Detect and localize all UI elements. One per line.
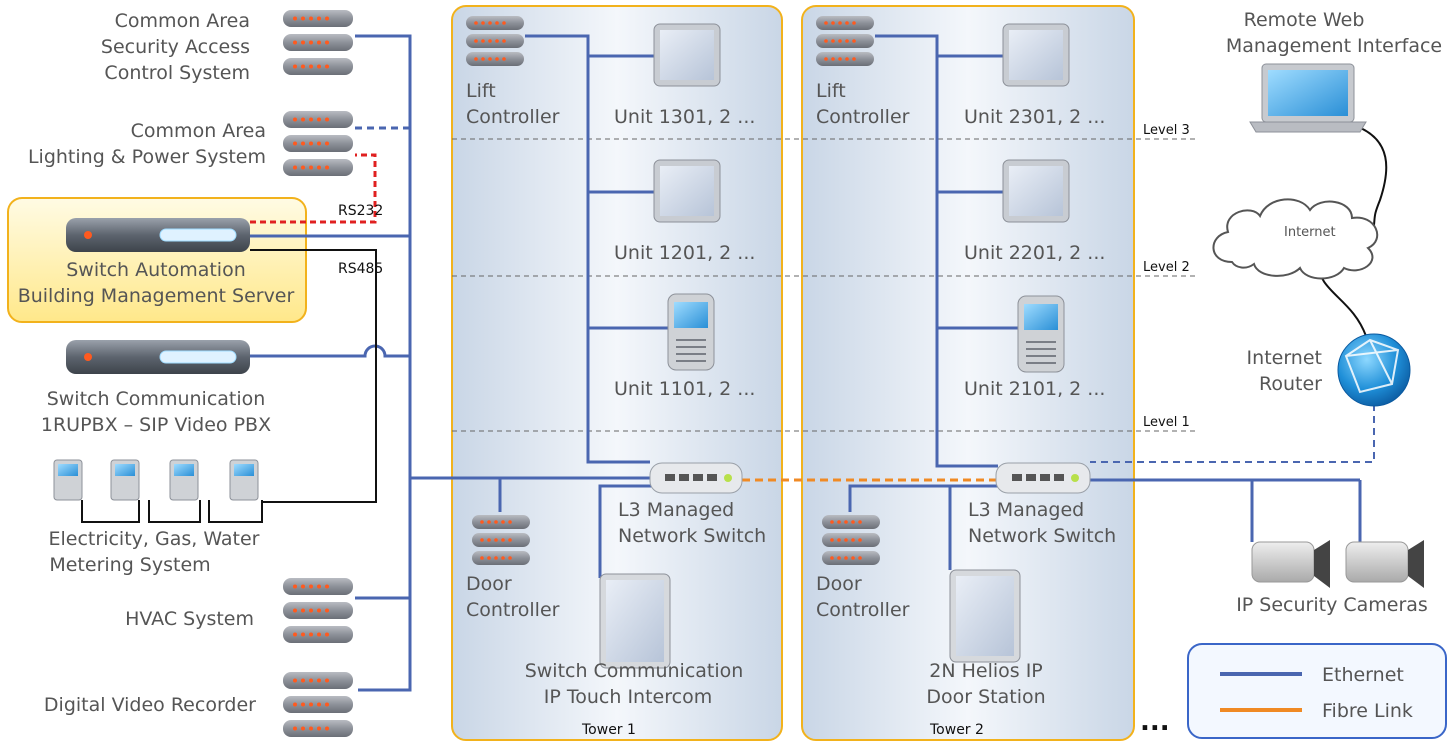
camera-icon-2 xyxy=(1345,540,1424,588)
automation-server xyxy=(66,218,250,252)
tower-1-lift-label-1: Lift xyxy=(466,80,496,102)
tower-1-intercom-label-2: IP Touch Intercom xyxy=(544,686,712,708)
rs485-label: RS485 xyxy=(338,261,383,277)
level-1-label: Level 1 xyxy=(1143,415,1190,430)
tower-1-unit-1101-label: Unit 1101, 2 ... xyxy=(614,378,755,400)
metering-label-1: Electricity, Gas, Water xyxy=(49,528,260,550)
pbx-server xyxy=(66,340,250,374)
tower-1-unit-1201-label: Unit 1201, 2 ... xyxy=(614,242,755,264)
tower-1-touch-panels xyxy=(653,23,721,223)
tower-2-lift-label-2: Controller xyxy=(816,106,910,128)
tower-2-network-switch xyxy=(995,462,1091,494)
lighting-label-1: Common Area xyxy=(131,120,266,142)
meter-icons xyxy=(53,459,259,501)
hvac-label: HVAC System xyxy=(125,608,254,630)
tower-2-unit-2201-label: Unit 2201, 2 ... xyxy=(964,242,1105,264)
tower-2-door-rack xyxy=(822,515,880,565)
tower-2-lift-label-1: Lift xyxy=(816,80,846,102)
tower-2-station-label-2: Door Station xyxy=(926,686,1045,708)
cameras-label: IP Security Cameras xyxy=(1236,594,1428,616)
ip-touch-intercom-device xyxy=(599,573,671,669)
legend-fibre-label: Fibre Link xyxy=(1322,700,1413,722)
access-control-label-1: Common Area xyxy=(115,10,250,32)
helios-door-station-device xyxy=(949,569,1021,663)
remote-label-2: Management Interface xyxy=(1226,35,1442,57)
cloud-icon xyxy=(1212,198,1379,280)
tower-1-label: Tower 1 xyxy=(581,722,636,738)
tower-1-network-switch xyxy=(649,462,743,494)
router-label-1: Internet xyxy=(1247,347,1322,369)
tower-1-door-label-2: Controller xyxy=(466,599,560,621)
pbx-label-2: 1RUPBX – SIP Video PBX xyxy=(41,414,271,436)
remote-label-1: Remote Web xyxy=(1244,9,1365,31)
dvr-label: Digital Video Recorder xyxy=(44,694,256,716)
globe-icon xyxy=(1337,333,1411,407)
tower-2-label: Tower 2 xyxy=(929,722,984,738)
tower-1-switch-label-1: L3 Managed xyxy=(618,499,734,521)
tower-2-level1-intercom xyxy=(1017,295,1065,373)
server-label-1: Switch Automation xyxy=(66,259,246,281)
level-lines xyxy=(452,138,1195,432)
access-control-label-2: Security Access xyxy=(101,36,250,58)
tower-1-level1-intercom xyxy=(667,293,715,371)
rs232-link xyxy=(250,153,377,224)
tower-2-touch-panels xyxy=(1002,23,1070,223)
laptop-icon xyxy=(1249,63,1367,133)
tower-1-lift-rack xyxy=(466,16,524,66)
level-3-label: Level 3 xyxy=(1143,123,1190,138)
tower-2-switch-label-2: Network Switch xyxy=(968,525,1116,547)
router-label-2: Router xyxy=(1259,373,1322,395)
rack-leds xyxy=(293,16,862,731)
ellipsis-label: ... xyxy=(1140,707,1170,737)
level-2-label: Level 2 xyxy=(1143,260,1190,275)
access-control-label-3: Control System xyxy=(104,62,250,84)
internet-label: Internet xyxy=(1284,225,1336,240)
tower-1-intercom-label-1: Switch Communication xyxy=(525,660,744,682)
dashed-ethernet-links xyxy=(355,126,1375,463)
ethernet-links xyxy=(250,34,1362,692)
tower-1-switch-label-2: Network Switch xyxy=(618,525,766,547)
server-label-2: Building Management Server xyxy=(18,285,295,307)
legend-ethernet-label: Ethernet xyxy=(1322,664,1404,686)
tower-2-unit-2101-label: Unit 2101, 2 ... xyxy=(964,378,1105,400)
camera-icon-1 xyxy=(1251,540,1330,588)
tower-1-door-label-1: Door xyxy=(466,573,512,595)
metering-label-2: Metering System xyxy=(49,554,210,576)
tower-2-switch-label-1: L3 Managed xyxy=(968,499,1084,521)
tower-2-door-label-1: Door xyxy=(816,573,862,595)
tower-2-lift-rack xyxy=(816,16,874,66)
tower-1-door-rack xyxy=(472,515,530,565)
tower-1-unit-1301-label: Unit 1301, 2 ... xyxy=(614,106,755,128)
rs232-label: RS232 xyxy=(338,203,383,219)
tower-1-lift-label-2: Controller xyxy=(466,106,560,128)
rs485-link xyxy=(81,249,377,523)
lighting-label-2: Lighting & Power System xyxy=(28,146,266,168)
tower-2-station-label-1: 2N Helios IP xyxy=(929,660,1043,682)
tower-2-unit-2301-label: Unit 2301, 2 ... xyxy=(964,106,1105,128)
pbx-label-1: Switch Communication xyxy=(47,388,266,410)
legend: Ethernet Fibre Link xyxy=(1187,643,1447,739)
tower-2-door-label-2: Controller xyxy=(816,599,910,621)
